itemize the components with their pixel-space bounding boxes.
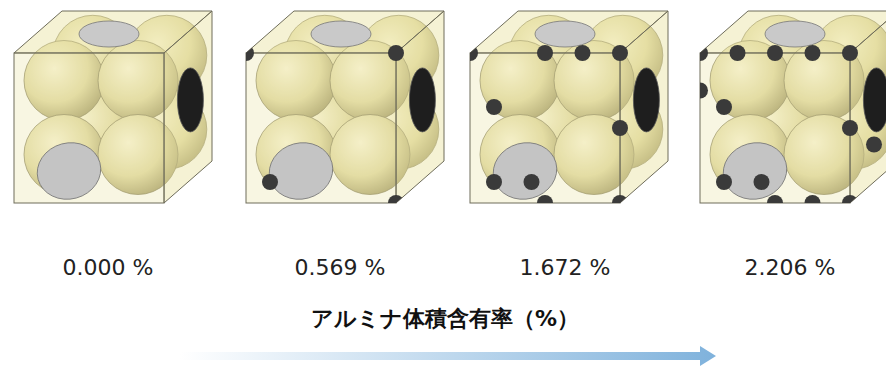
alumina-particle — [842, 195, 858, 211]
percentage-label: 1.672 % — [520, 255, 611, 281]
alumina-particle — [692, 83, 708, 99]
sphere-cut-front — [263, 136, 339, 207]
sphere-cut-front — [717, 136, 793, 207]
alumina-particle — [462, 45, 478, 61]
alumina-particle — [842, 45, 858, 61]
alumina-group — [238, 45, 404, 211]
sphere-cut-top — [535, 21, 595, 47]
alumina-particle — [805, 45, 821, 61]
percentage-label: 0.569 % — [295, 255, 386, 281]
sphere-cut-side — [633, 68, 659, 132]
alumina-particle — [537, 45, 553, 61]
sphere-cut-top — [311, 21, 371, 47]
sphere-cut-side — [863, 68, 886, 132]
alumina-particle — [612, 195, 628, 211]
unit-cell-cube — [238, 11, 444, 211]
alumina-group — [462, 45, 628, 211]
sphere-cut-top — [765, 21, 825, 47]
sphere-cut-front — [487, 136, 563, 207]
alumina-particle — [842, 120, 858, 136]
alumina-particle — [754, 174, 770, 190]
percentage-label: 2.206 % — [745, 255, 836, 281]
alumina-particle — [716, 99, 732, 115]
alumina-particle — [575, 45, 591, 61]
alumina-particle — [866, 137, 882, 153]
unit-cell-cube — [692, 11, 886, 211]
alumina-particle — [692, 45, 708, 61]
sphere-cut-front — [31, 136, 107, 207]
alumina-particle — [716, 174, 732, 190]
alumina-particle — [486, 174, 502, 190]
axis-label: アルミナ体積含有率（%） — [311, 306, 579, 332]
percentage-label: 0.000 % — [63, 255, 154, 281]
alumina-group — [692, 45, 882, 211]
alumina-particle — [486, 99, 502, 115]
alumina-particle — [767, 45, 783, 61]
cube-side-face — [620, 11, 668, 203]
alumina-particle — [612, 45, 628, 61]
unit-cell-cube — [462, 11, 668, 211]
alumina-particle — [262, 174, 278, 190]
alumina-particle — [767, 195, 783, 211]
alumina-particle — [388, 45, 404, 61]
sphere-cut-top — [79, 21, 139, 47]
unit-cell-cube — [14, 11, 212, 206]
alumina-particle — [612, 120, 628, 136]
cube-side-face — [850, 11, 886, 203]
alumina-particle — [238, 45, 254, 61]
alumina-particle — [537, 195, 553, 211]
cube-side-face — [164, 11, 212, 203]
cube-side-face — [396, 11, 444, 203]
direction-arrow — [180, 346, 716, 366]
sphere-cut-side — [409, 68, 435, 132]
alumina-particle — [388, 195, 404, 211]
alumina-particle — [730, 45, 746, 61]
alumina-particle — [805, 195, 821, 211]
sphere-cut-side — [177, 68, 203, 132]
alumina-particle — [524, 174, 540, 190]
